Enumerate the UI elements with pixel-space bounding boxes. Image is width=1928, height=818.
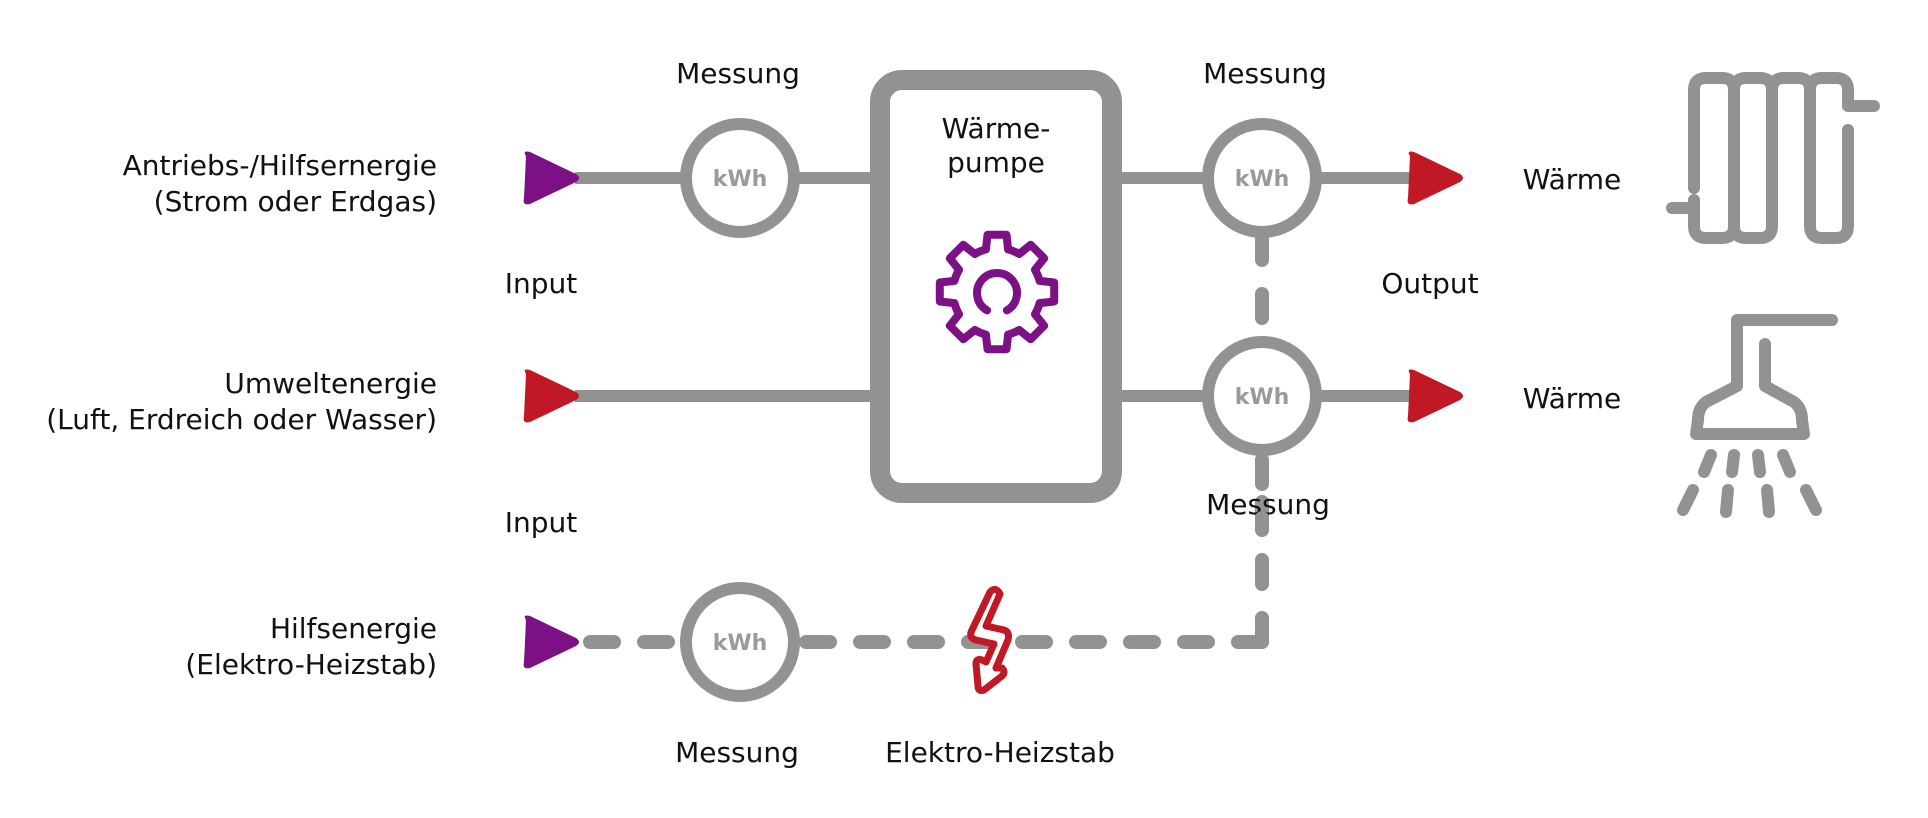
input-arrow-purple — [523, 151, 579, 205]
meter-unit: kWh — [1235, 167, 1290, 192]
meter-unit: kWh — [713, 631, 768, 656]
output-arrow-red — [1407, 151, 1463, 205]
meter-output-bottom: Messung kWh — [1202, 336, 1330, 521]
meter-label: Messung — [676, 57, 800, 90]
output-section-label: Output — [1381, 267, 1478, 300]
meter-label: Messung — [1203, 57, 1327, 90]
meter-circle — [680, 582, 800, 702]
lightning-icon — [967, 585, 1012, 694]
input-section-label: Input — [505, 267, 578, 300]
meter-output-top: Messung kWh — [1202, 57, 1327, 238]
meter-circle — [680, 118, 800, 238]
output-label-heat-radiator: Wärme — [1523, 163, 1622, 196]
input-label-line1: Umweltenergie — [224, 367, 437, 400]
meter-circle — [1202, 118, 1322, 238]
heater-label: Elektro-Heizstab — [885, 736, 1115, 769]
input-label-line2: (Strom oder Erdgas) — [154, 185, 437, 218]
input-label-line1: Hilfsenergie — [270, 612, 437, 645]
output-arrow-red — [1407, 369, 1463, 423]
input-label-environment-energy: Umweltenergie (Luft, Erdreich oder Wasse… — [46, 367, 437, 436]
meter-unit: kWh — [713, 167, 768, 192]
heat-pump-label-line2: pumpe — [947, 146, 1045, 179]
gear-icon — [935, 230, 1059, 354]
input-label-line1: Antriebs-/Hilfsernergie — [123, 149, 437, 182]
heat-pump-label-line1: Wärme- — [942, 112, 1051, 145]
meter-circle — [1202, 336, 1322, 456]
input-label-drive-energy: Antriebs-/Hilfsernergie (Strom oder Erdg… — [123, 149, 437, 218]
input-arrow-purple — [523, 615, 579, 669]
input-label-auxiliary-energy: Hilfsenergie (Elektro-Heizstab) — [185, 612, 437, 681]
heat-pump-box — [870, 70, 1122, 503]
shower-icon — [1677, 314, 1838, 518]
input-label-line2: (Elektro-Heizstab) — [185, 648, 437, 681]
meter-label: Messung — [675, 736, 799, 769]
meter-drive-energy: Messung kWh — [676, 57, 800, 238]
radiator-icon — [1666, 72, 1880, 244]
input-section-label: Input — [505, 506, 578, 539]
input-label-line2: (Luft, Erdreich oder Wasser) — [46, 403, 437, 436]
meter-heater: kWh Messung — [675, 582, 800, 769]
output-label-heat-shower: Wärme — [1523, 382, 1622, 415]
meter-unit: kWh — [1235, 385, 1290, 410]
input-arrow-red — [523, 369, 579, 423]
